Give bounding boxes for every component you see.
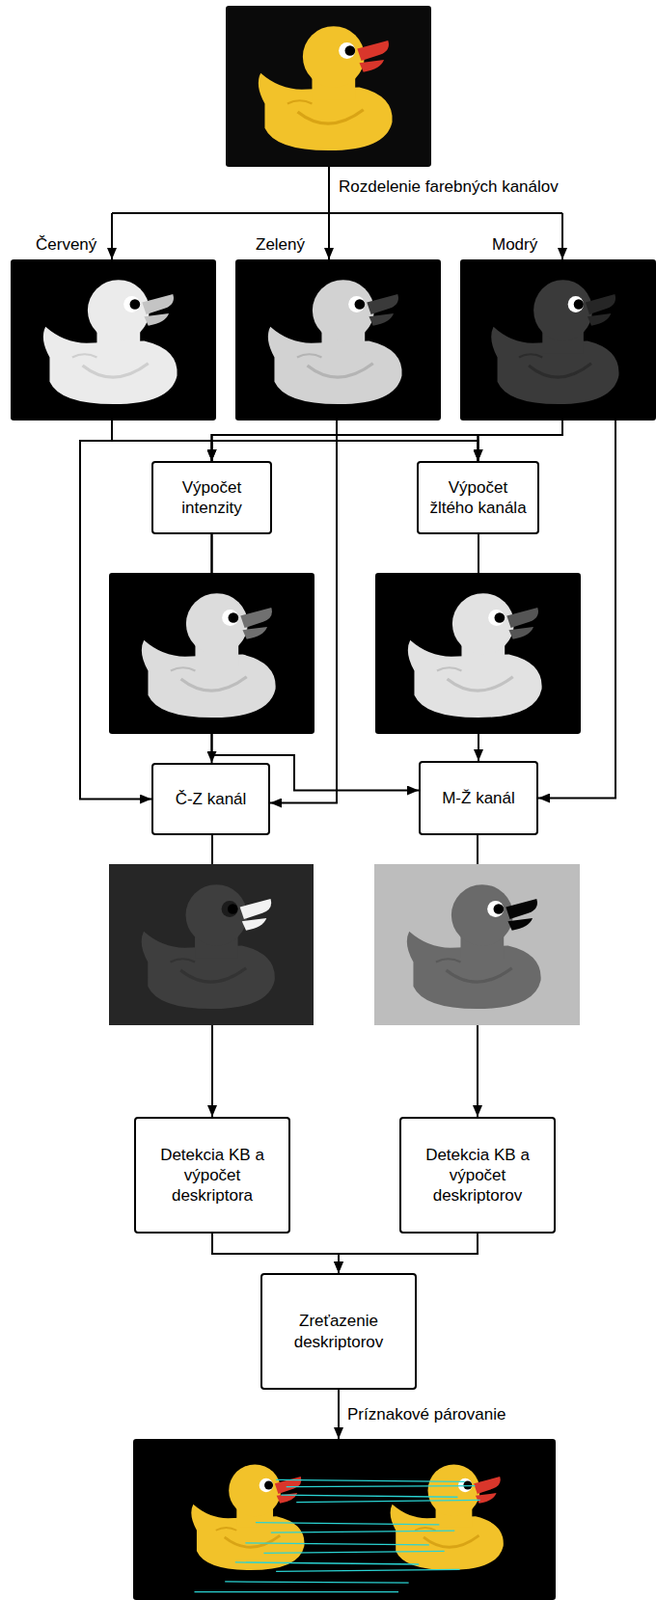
matching-result-image: [133, 1439, 556, 1600]
red-channel-image: [10, 259, 217, 421]
matching-label: Príznakové párovanie: [345, 1405, 508, 1425]
box-text: Zreťazenie deskriptorov: [268, 1311, 410, 1353]
green-channel-image: [235, 259, 441, 421]
box-text: Výpočet intenzity: [159, 477, 265, 520]
flow-arrow: [478, 420, 564, 462]
yellow-channel-image: [375, 573, 581, 735]
box-text: M-Ž kanál: [426, 788, 531, 809]
channel-image: Modrý: [460, 259, 656, 421]
image-title: Červený: [35, 235, 97, 255]
process-box: Detekcia KB a výpočet deskriptorov: [399, 1117, 556, 1234]
process-box: Č-Z kanál: [151, 763, 271, 836]
process-box: Výpočet žltého kanála: [416, 461, 540, 535]
process-box: M-Ž kanál: [418, 761, 539, 836]
process-box: Zreťazenie deskriptorov: [260, 1273, 417, 1391]
flow-arrow: [336, 420, 479, 462]
box-text: Detekcia KB a výpočet deskriptora: [141, 1145, 283, 1207]
flow-arrow: [111, 420, 479, 462]
channel-image: Červený: [10, 259, 217, 421]
flow-arrow: [338, 1233, 478, 1274]
image-title: Modrý: [492, 235, 538, 255]
flow-arrow: [212, 1233, 339, 1274]
process-box: Výpočet intenzity: [151, 461, 273, 535]
split-label: Rozdelenie farebných kanálov: [336, 177, 561, 197]
intensity-image: [109, 573, 315, 735]
blue-channel-image: [460, 259, 656, 421]
channel-image: Zelený: [235, 259, 441, 421]
process-box: Detekcia KB a výpočet deskriptora: [134, 1117, 291, 1234]
duck-photo: [225, 5, 432, 167]
blue-yellow-image: [374, 864, 580, 1026]
box-text: Výpočet žltého kanála: [424, 477, 532, 520]
box-text: Detekcia KB a výpočet deskriptorov: [407, 1145, 548, 1207]
image-title: Zelený: [255, 235, 305, 255]
red-green-image: [109, 864, 314, 1026]
box-text: Č-Z kanál: [159, 789, 263, 810]
